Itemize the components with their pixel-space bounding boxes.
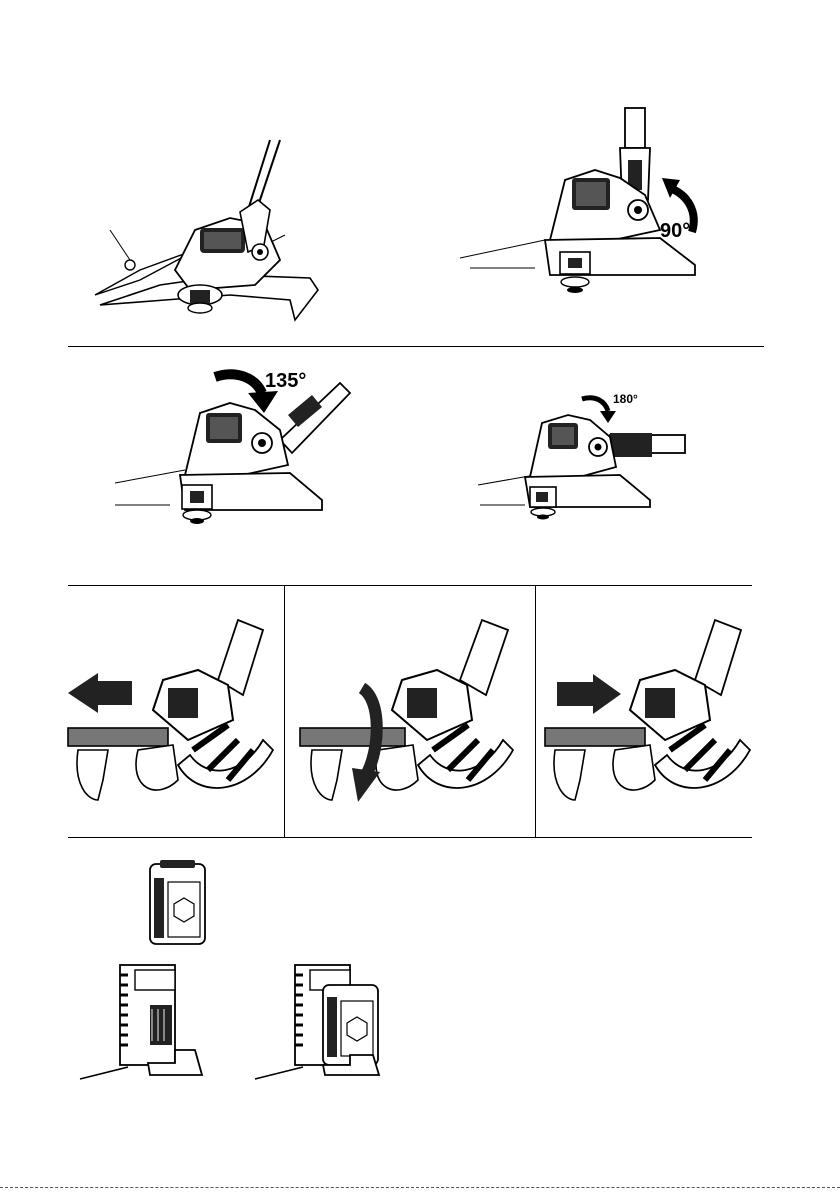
curved-rotate-arrow-icon — [582, 398, 608, 411]
panel-pull-handle — [68, 600, 284, 830]
trimmer-head-perspective-icon — [80, 130, 340, 330]
angle-label-90: 90° — [660, 220, 690, 243]
trimmer-side-90-icon — [470, 100, 740, 300]
hand-release-icon — [68, 600, 284, 830]
figure-trimmer-perspective — [80, 130, 340, 330]
panel-divider-1 — [284, 585, 285, 837]
pull-arrow-icon — [68, 673, 132, 713]
charger-icon — [80, 955, 220, 1085]
curved-rotate-arrow-icon — [215, 374, 262, 393]
hand-lock-icon — [545, 600, 757, 830]
panel-rotate-handle — [300, 600, 530, 830]
figure-charger-empty — [80, 955, 220, 1085]
figure-handle-180: 180° — [470, 385, 710, 525]
page-bottom-dashed-border — [0, 1187, 840, 1188]
figure-battery — [140, 860, 220, 950]
push-arrow-icon — [557, 674, 621, 714]
trimmer-side-135-icon — [110, 365, 390, 525]
trimmer-side-180-icon — [470, 385, 710, 525]
battery-pack-icon — [140, 860, 220, 950]
angle-label-180: 180° — [613, 392, 638, 406]
angle-label-135: 135° — [265, 370, 306, 393]
hand-rotate-icon — [300, 600, 530, 830]
figure-charger-loaded — [255, 955, 395, 1085]
divider-top — [68, 346, 764, 347]
divider-middle — [68, 585, 752, 586]
figure-handle-90: 90° — [470, 100, 740, 300]
divider-bottom — [68, 837, 752, 838]
panel-divider-2 — [535, 585, 536, 837]
figure-handle-135: 135° — [110, 365, 390, 525]
panel-push-handle — [545, 600, 757, 830]
charger-with-battery-icon — [255, 955, 395, 1085]
